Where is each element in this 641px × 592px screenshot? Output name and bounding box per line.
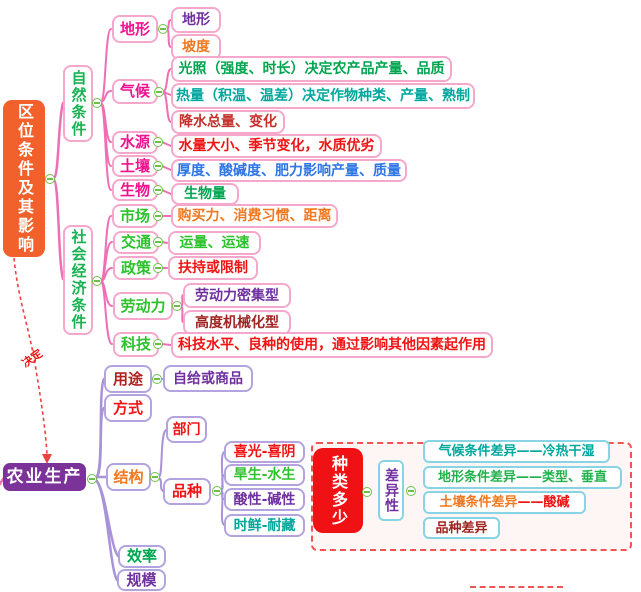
leaf-precipitation[interactable]: 降水总量、变化 [171, 110, 285, 134]
topic-agricultural-production[interactable]: 农业生产 [3, 463, 86, 491]
root-topic[interactable]: 区位条件及其影响 [3, 100, 45, 257]
collapse-icon[interactable] [153, 137, 163, 147]
topic-climate[interactable]: 气候 [112, 79, 158, 104]
partial-summary-box-edge [470, 586, 563, 592]
topic-socioeconomic-conditions[interactable]: 社会经济条件 [63, 225, 93, 335]
leaf-heat[interactable]: 热量（积温、温差）决定作物种类、产量、熟制 [171, 83, 475, 109]
collapse-icon[interactable] [92, 276, 102, 286]
collapse-icon[interactable] [87, 474, 97, 484]
leaf-technology-level[interactable]: 科技水平、良种的使用，通过影响其他因素起作用 [171, 332, 493, 358]
collapse-icon[interactable] [172, 301, 182, 311]
leaf-soil-difference-prefix: 土壤条件差异 [439, 495, 518, 510]
leaf-water-volume[interactable]: 水量大小、季节变化，水质优劣 [171, 134, 382, 158]
leaf-terrain-type[interactable]: 地形 [171, 7, 221, 33]
leaf-department[interactable]: 部门 [166, 416, 207, 443]
leaf-biomass[interactable]: 生物量 [171, 183, 239, 205]
leaf-soil-difference[interactable]: 土壤条件差异——酸碱 [423, 491, 586, 514]
leaf-variety-difference[interactable]: 品种差异 [423, 517, 500, 539]
topic-policy[interactable]: 政策 [113, 256, 159, 280]
topic-labor[interactable]: 劳动力 [113, 292, 173, 320]
collapse-icon[interactable] [153, 185, 163, 195]
leaf-purchasing-power[interactable]: 购买力、消费习惯、距离 [171, 204, 338, 228]
collapse-icon[interactable] [153, 161, 163, 171]
collapse-icon[interactable] [153, 263, 163, 273]
collapse-icon[interactable] [153, 211, 163, 221]
leaf-sun-shade[interactable]: 喜光-喜阴 [224, 441, 305, 463]
topic-mode[interactable]: 方式 [104, 394, 152, 422]
collapse-icon[interactable] [153, 237, 163, 247]
topic-terrain[interactable]: 地形 [112, 15, 158, 43]
topic-scale[interactable]: 规模 [117, 569, 166, 591]
topic-variety-count[interactable]: 种类多少 [313, 448, 363, 533]
topic-variety[interactable]: 品种 [163, 478, 211, 505]
collapse-icon[interactable] [153, 339, 163, 349]
leaf-labor-intensive[interactable]: 劳动力密集型 [183, 283, 291, 308]
leaf-soil-thickness[interactable]: 厚度、酸碱度、肥力影响产量、质量 [171, 159, 407, 182]
topic-biology[interactable]: 生物 [112, 179, 158, 201]
leaf-soil-difference-suffix: ——酸碱 [517, 495, 570, 510]
collapse-icon[interactable] [154, 87, 164, 97]
topic-difference[interactable]: 差异性 [378, 460, 404, 521]
topic-water-source[interactable]: 水源 [112, 131, 158, 154]
topic-natural-conditions[interactable]: 自然条件 [63, 65, 93, 142]
leaf-climate-difference[interactable]: 气候条件差异——冷热干湿 [423, 440, 610, 463]
leaf-terrain-difference[interactable]: 地形条件差异——类型、垂直 [423, 466, 622, 489]
leaf-support-or-restrict[interactable]: 扶持或限制 [168, 256, 258, 280]
leaf-transport-capacity[interactable]: 运量、运速 [168, 231, 261, 255]
collapse-icon[interactable] [362, 487, 372, 497]
leaf-dry-aquatic[interactable]: 旱生-水生 [224, 464, 305, 486]
collapse-icon[interactable] [150, 472, 160, 482]
collapse-icon[interactable] [158, 24, 168, 34]
leaf-sunlight[interactable]: 光照（强度、时长）决定农产品产量、品质 [171, 56, 452, 82]
topic-efficiency[interactable]: 效率 [118, 545, 166, 568]
collapse-icon[interactable] [152, 374, 162, 384]
topic-use[interactable]: 用途 [104, 365, 152, 393]
leaf-acid-alkaline[interactable]: 酸性-碱性 [224, 488, 305, 511]
topic-market[interactable]: 市场 [112, 204, 158, 228]
leaf-subsistence-or-commercial[interactable]: 自给或商品 [163, 365, 253, 392]
topic-technology[interactable]: 科技 [113, 332, 159, 357]
leaf-fresh-storable[interactable]: 时鲜-耐藏 [224, 514, 305, 537]
collapse-icon[interactable] [45, 174, 55, 184]
collapse-icon[interactable] [92, 98, 102, 108]
collapse-icon[interactable] [212, 486, 222, 496]
topic-soil[interactable]: 土壤 [112, 155, 158, 177]
collapse-icon[interactable] [406, 486, 416, 496]
topic-structure[interactable]: 结构 [106, 463, 151, 491]
decide-arrow [13, 257, 52, 464]
